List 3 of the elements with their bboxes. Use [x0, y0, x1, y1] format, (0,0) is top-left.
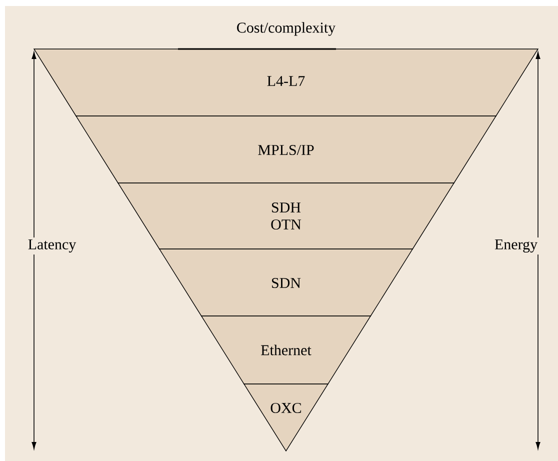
axis-label: Latency [26, 237, 78, 255]
axis-label: Energy [492, 237, 540, 255]
axis-label: Cost/complexity [234, 20, 338, 38]
